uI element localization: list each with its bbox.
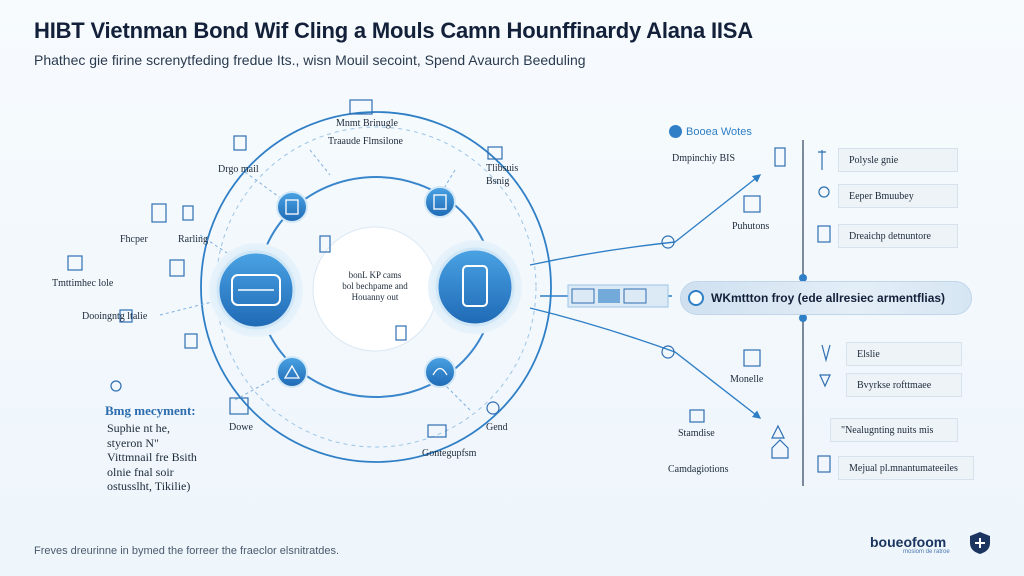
info-box: Mejual pl.mnantumateeiles <box>838 456 974 480</box>
right-node <box>435 247 515 327</box>
timeline-dot-bottom <box>799 314 807 322</box>
inner-ring <box>215 126 537 448</box>
info-box: Dreaichp detnuntore <box>838 224 958 248</box>
label-top-b: Traaude Flmsilone <box>328 136 403 147</box>
label-left-mid-b: Rarling <box>178 234 208 245</box>
right-label: Puhutons <box>732 221 770 232</box>
notes-title: Booea Wotes <box>686 126 752 138</box>
column-icons <box>817 150 831 473</box>
outer-ring <box>200 111 552 463</box>
highlight-banner: WKmttton froy (ede allresiec armentflias… <box>680 281 972 315</box>
right-icons <box>661 147 789 459</box>
small-nodes <box>276 186 456 388</box>
info-box: Polysle gnie <box>838 148 958 172</box>
right-label: Dmpinchiy BIS <box>672 153 736 164</box>
label-left-mid-a: Fhcper <box>120 234 148 245</box>
shield-icon <box>970 532 990 554</box>
right-label: Monelle <box>730 374 764 385</box>
side-panel-lines: Suphie nt he, styeron N" Vittmnail fre B… <box>107 421 197 494</box>
side-line: olnie fnal soir <box>107 464 174 479</box>
card-strip <box>567 284 669 308</box>
label-bottom-right: Gend <box>486 422 508 433</box>
side-line: Suphie nt he, <box>107 421 170 435</box>
right-label: Stamdise <box>678 428 715 439</box>
page-subtitle: Phathec gie firine screnytfeding fredue … <box>34 52 586 68</box>
info-box: "Nealugnting nuits mis <box>830 418 958 442</box>
info-box: Bvyrkse rofttmaee <box>846 373 962 397</box>
label-left-far: Tmttimhec lole <box>52 278 114 289</box>
side-panel-title: Bmg mecyment: <box>105 403 196 418</box>
timeline-dot-top <box>799 274 807 282</box>
brand-name: boueofoom <box>870 534 947 550</box>
label-left-low: Dooingntg ltalie <box>82 311 148 322</box>
phone-icon <box>462 265 488 307</box>
label-top-a: Mnmt Brinugle <box>336 118 398 129</box>
notes-icon <box>669 125 682 138</box>
side-line: ostusslht, Tikilie) <box>107 479 191 493</box>
footer-note: Freves dreurinne in bymed the forreer th… <box>34 545 340 557</box>
label-top-left: Drgo mail <box>218 164 259 175</box>
right-label: Camdagiotions <box>668 464 729 475</box>
page-title: HIBT Vietnman Bond Wif Cling a Mouls Cam… <box>34 18 753 43</box>
info-box: Elslie <box>846 342 962 366</box>
brand-tagline: mosiom de ratroe <box>903 549 950 555</box>
info-box: Eeper Bmuubey <box>838 184 958 208</box>
label-bottom-center: Gontegupfsm <box>422 448 477 459</box>
center-label: bonL KP cams bol bechpame and Houanny ou… <box>342 270 408 302</box>
label-right-top: Tlibsuis Bsnig <box>486 163 519 187</box>
label-bottom-left: Dowe <box>229 422 253 433</box>
card-icon <box>231 274 281 306</box>
side-line: styeron N" <box>107 435 159 450</box>
side-line: Vittmnail fre Bsith <box>107 450 197 464</box>
ring-icons <box>67 99 503 438</box>
highlight-dot-icon <box>688 290 704 306</box>
